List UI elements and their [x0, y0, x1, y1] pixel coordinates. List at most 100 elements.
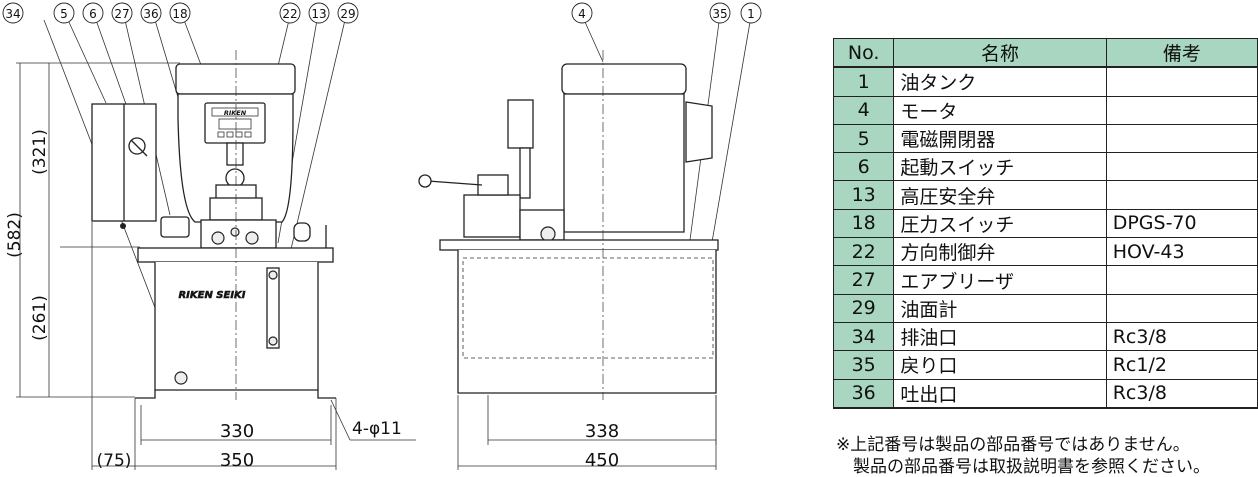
cell-no: 6	[832, 152, 895, 182]
callout-label: 4	[578, 7, 586, 21]
directional-valve	[225, 168, 245, 188]
cell-no: 18	[832, 208, 895, 239]
discharge-port-icon	[211, 231, 225, 245]
cell-remark: Rc3/8	[1105, 321, 1258, 352]
dim-mounting-holes: 4-φ11	[352, 419, 402, 439]
callouts-side: 4 35 1	[571, 2, 762, 24]
motor-cap	[561, 63, 687, 95]
cell-no: 4	[832, 95, 895, 125]
gauge-brand: RIKEN	[224, 109, 247, 117]
cell-remark	[1105, 265, 1258, 295]
cell-no: 35	[832, 350, 895, 380]
callout-label: 27	[114, 7, 129, 21]
dim-width: 350	[220, 450, 254, 471]
oil-level-gauge	[266, 267, 280, 349]
callouts-front: 34 5 6 27 36 18 22 13 29	[2, 2, 359, 24]
note-line-2: 製品の部品番号は取扱説明書を参照ください。	[853, 457, 1210, 477]
callout-label: 29	[340, 7, 355, 21]
cell-remark: Rc3/8	[1105, 378, 1258, 409]
header-remark: 備考	[1105, 38, 1258, 69]
cell-name: 起動スイッチ	[893, 152, 1107, 182]
cell-name: 油面計	[893, 293, 1107, 323]
directional-valve	[477, 174, 509, 196]
cell-remark	[1105, 95, 1258, 125]
return-port-icon	[540, 226, 556, 242]
front-view: RIKEN RIKEN SEIKI	[2, 2, 416, 471]
cell-name: 圧力スイッチ	[893, 208, 1107, 239]
valve-block	[463, 194, 521, 238]
brand-label: RIKEN SEIKI	[178, 290, 245, 301]
cell-no: 34	[832, 321, 895, 352]
callout-label: 18	[172, 7, 187, 21]
cell-name: 高圧安全弁	[893, 180, 1107, 210]
dim-hole-pitch-side: 338	[585, 421, 619, 442]
cell-name: 油タンク	[893, 66, 1107, 97]
callout-label: 22	[282, 7, 297, 21]
callout-label: 34	[5, 7, 20, 21]
oil-tank	[457, 250, 717, 394]
cell-remark	[1105, 123, 1258, 154]
pressure-switch-side	[507, 99, 534, 149]
note-line-1: ※上記番号は製品の部品番号ではありません。	[836, 435, 1190, 455]
switch-pipe	[519, 147, 531, 199]
cell-remark	[1105, 180, 1258, 210]
cell-name: モータ	[893, 95, 1107, 125]
dim-overhang: (75)	[97, 451, 132, 471]
valve-lever-knob	[418, 174, 432, 188]
gauge-buttons	[217, 131, 252, 138]
cell-name: エアブリーザ	[893, 265, 1107, 295]
drain-port-icon	[174, 371, 188, 385]
port-icon	[245, 231, 259, 245]
dimension-lines	[16, 62, 416, 470]
base-plate	[137, 247, 334, 263]
dim-lower-height: (261)	[30, 295, 50, 341]
cell-no: 5	[832, 123, 895, 154]
cell-no: 1	[832, 66, 895, 97]
header-no: No.	[832, 38, 895, 69]
cell-no: 22	[832, 237, 895, 267]
box-screw	[120, 223, 126, 229]
gauge-display	[218, 118, 252, 130]
cell-remark	[1105, 152, 1258, 182]
cell-remark	[1105, 66, 1258, 97]
callout-label: 13	[311, 7, 326, 21]
port-icon	[230, 227, 240, 237]
callout-label: 1	[747, 7, 755, 21]
cell-no: 27	[832, 265, 895, 295]
terminal-box	[685, 101, 713, 163]
cell-name: 吐出口	[893, 378, 1107, 409]
cell-remark: DPGS-70	[1105, 208, 1258, 239]
dim-upper-height: (321)	[30, 129, 50, 175]
oil-tank	[154, 262, 319, 391]
cell-name: 戻り口	[893, 350, 1107, 380]
dimension-lines-side	[457, 395, 717, 470]
cell-remark: Rc1/2	[1105, 350, 1258, 380]
dim-depth: 450	[585, 450, 619, 471]
cell-name: 電磁開閉器	[893, 123, 1107, 154]
switch-stem	[226, 142, 244, 166]
table-header-row: No. 名称 備考	[832, 38, 1258, 69]
side-view: 338 450 4 35 1	[418, 2, 762, 471]
callout-label: 36	[143, 7, 158, 21]
cell-no: 13	[832, 180, 895, 210]
dim-hole-pitch: 330	[220, 421, 254, 442]
cell-name: 排油口	[893, 321, 1107, 352]
dim-total-height: (582)	[5, 212, 25, 258]
cell-remark: HOV-43	[1105, 237, 1258, 267]
cell-remark	[1105, 293, 1258, 323]
callout-label: 5	[60, 7, 68, 21]
motor-cap	[175, 63, 296, 95]
